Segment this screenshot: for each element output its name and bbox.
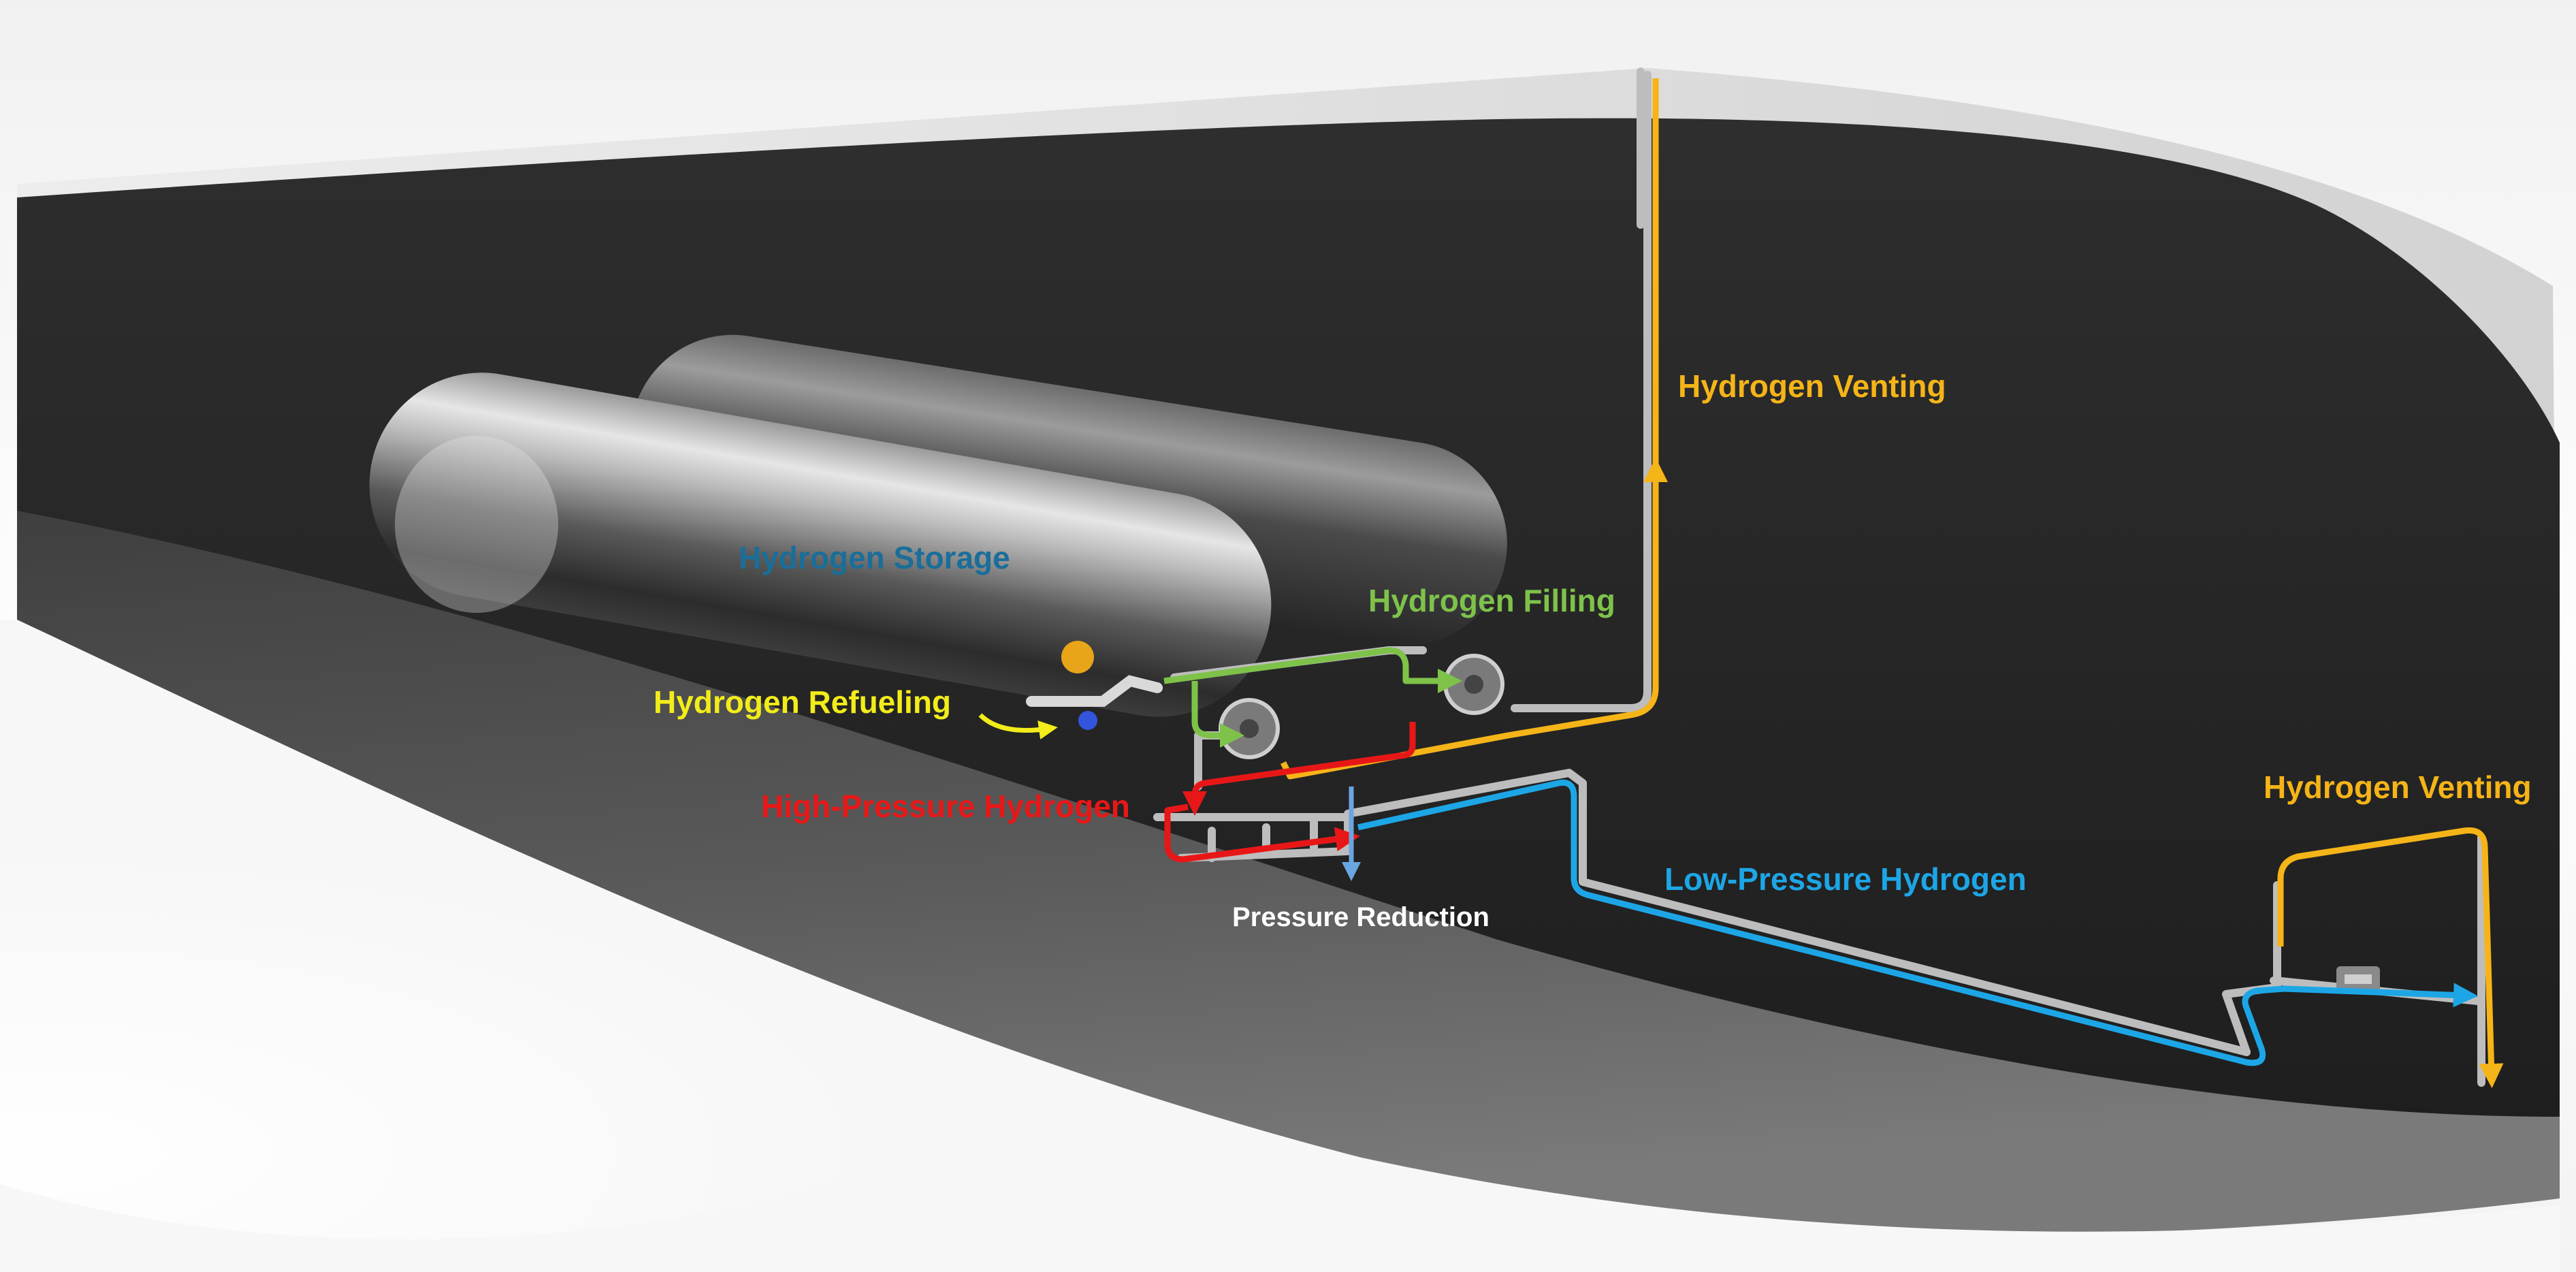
label-high-pressure-hydrogen: High-Pressure Hydrogen (761, 789, 1130, 824)
hydrogen-tank-front (369, 372, 1272, 717)
label-hydrogen-venting-top: Hydrogen Venting (1678, 368, 1946, 404)
label-pressure-reduction: Pressure Reduction (1232, 902, 1490, 932)
label-hydrogen-storage: Hydrogen Storage (739, 540, 1010, 575)
refueling-nozzle (1026, 675, 1163, 707)
tank-valve-left (1219, 698, 1280, 759)
label-hydrogen-refueling: Hydrogen Refueling (654, 684, 951, 720)
label-low-pressure-hydrogen: Low-Pressure Hydrogen (1664, 861, 2027, 897)
label-hydrogen-venting-rear: Hydrogen Venting (2264, 769, 2532, 805)
label-hydrogen-filling: Hydrogen Filling (1368, 583, 1615, 618)
tank-valve-right (1443, 654, 1504, 715)
high-pressure-flow-line (1182, 722, 1416, 816)
refueling-valve (1078, 711, 1097, 730)
floor-highlight (0, 804, 1021, 1239)
high-pressure-flow-line-lower (1164, 804, 1360, 863)
pipework (1153, 67, 2485, 1087)
venting-flow-line-rear (2277, 827, 2504, 1088)
low-pressure-flow-line (1357, 779, 2478, 1066)
filling-flow-line (1163, 647, 1462, 693)
filling-flow-line-branch (1191, 681, 1244, 748)
refueling-arrow (978, 713, 1058, 740)
venting-flow-line-top (1280, 458, 1668, 780)
refueling-port-fitting (1061, 641, 1094, 673)
